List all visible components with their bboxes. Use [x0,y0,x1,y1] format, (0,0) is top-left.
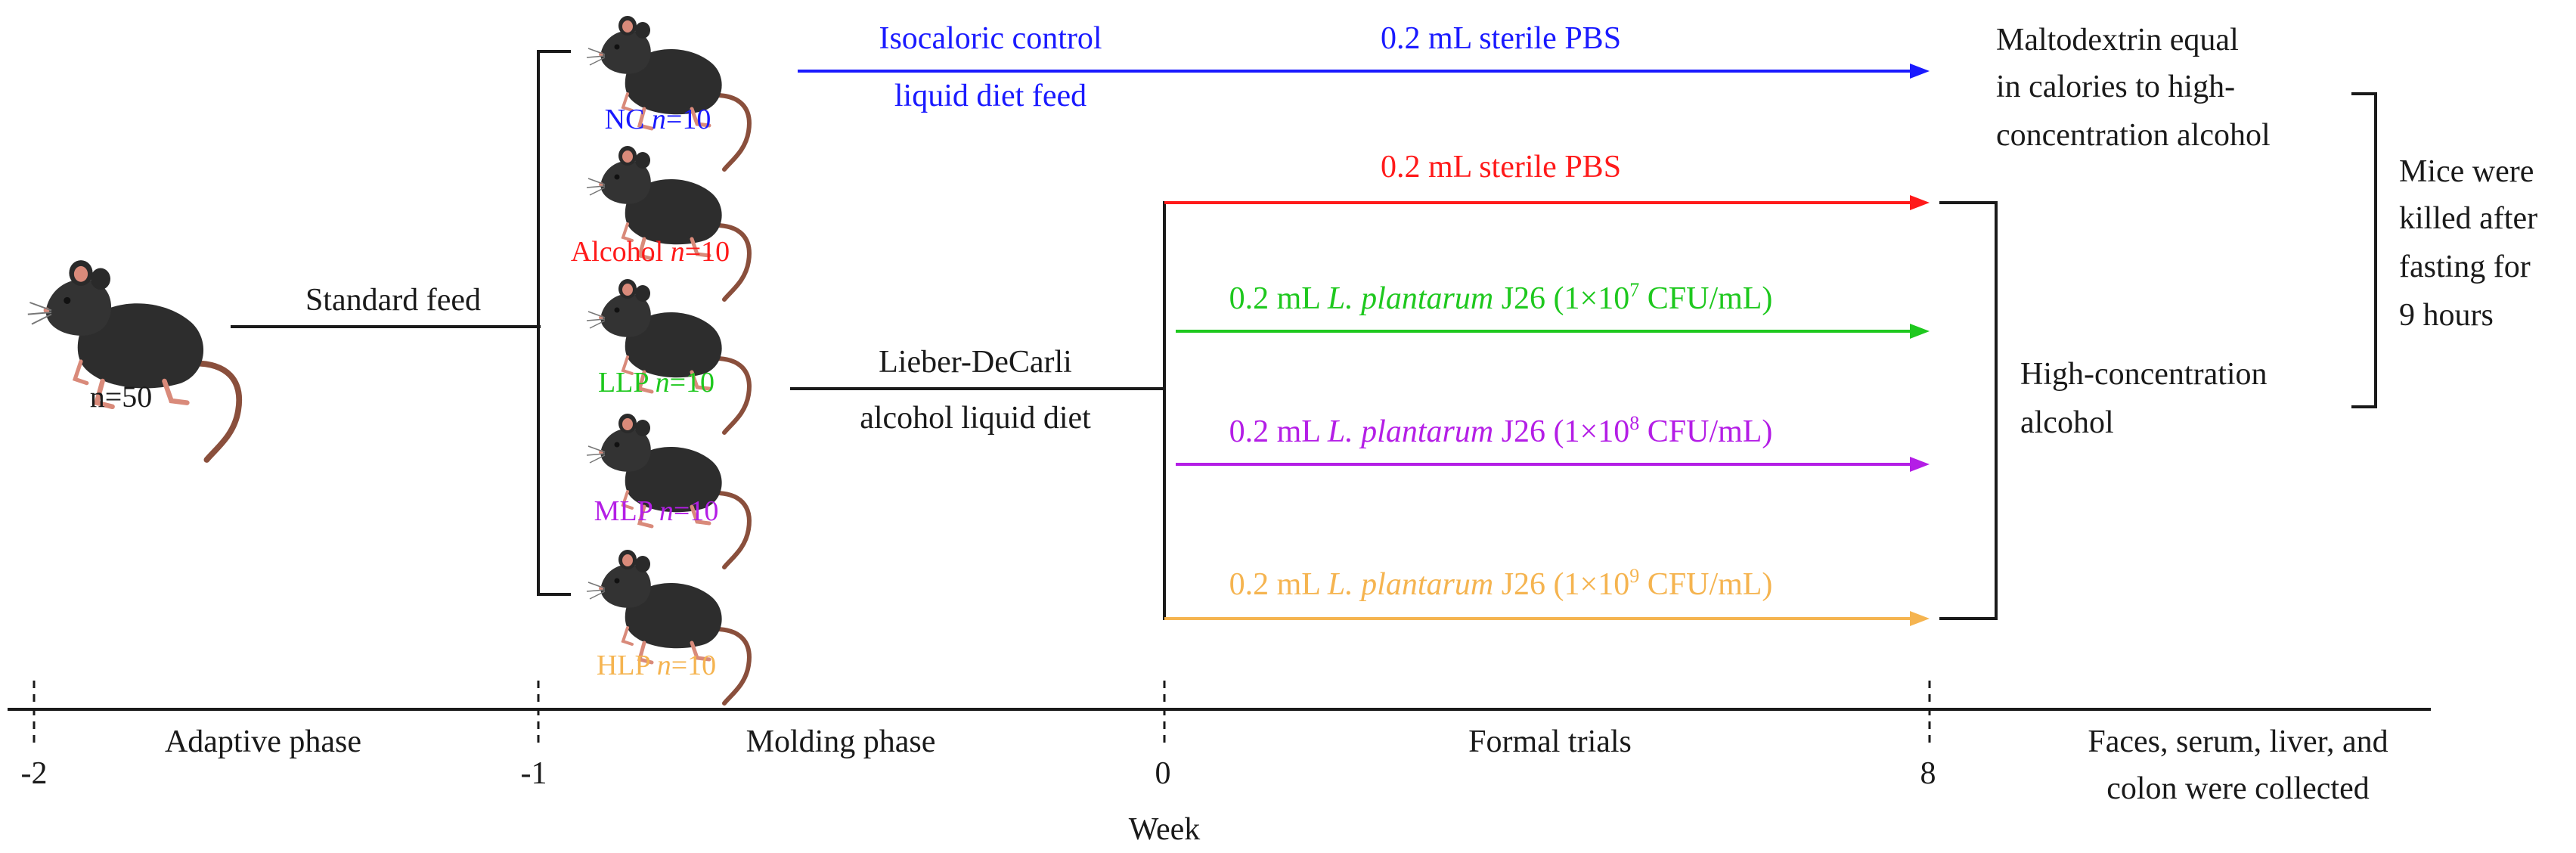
standard-feed-label: Standard feed [305,283,481,318]
nc-outcome-line1: Maltodextrin equal [1996,23,2239,57]
control-diet-line2: liquid diet feed [894,79,1087,113]
group-label-alcohol: Alcohol n=10 [571,236,730,268]
treatment-bracket [1163,201,1176,620]
mlp-treatment: 0.2 mL L. plantarum J26 (1×108 CFU/mL) [1229,412,1773,449]
tick-label-minus2: -2 [21,756,48,791]
phase-formal: Formal trials [1468,724,1632,759]
group-bracket [537,50,571,596]
mouse-icon [587,414,749,567]
alcohol-outcome-line2: alcohol [2020,405,2114,440]
hlp-treatment: 0.2 mL L. plantarum J26 (1×109 CFU/mL) [1229,565,1773,602]
group-label-hlp: HLP n=10 [597,650,716,681]
sacrifice-line4: 9 hours [2399,298,2494,333]
mouse-icon [587,279,749,433]
group-label-nc: NC n=10 [605,104,711,135]
nc-outcome-line2: in calories to high- [1996,70,2235,104]
alcohol-diet-line1: Lieber-DeCarli [879,345,1072,380]
hlp-arrowhead [1910,611,1930,626]
collection-line1: Faces, serum, liver, and [2088,724,2388,759]
collection-line2: colon were collected [2106,771,2369,806]
alcohol-arrowhead [1910,195,1930,210]
alcohol-treatment: 0.2 mL sterile PBS [1381,150,1621,185]
nc-arrowhead [1910,64,1930,79]
sacrifice-line1: Mice were [2399,154,2534,189]
nc-treatment: 0.2 mL sterile PBS [1381,21,1621,56]
phase-adaptive: Adaptive phase [165,724,361,759]
tick-label-8: 8 [1920,756,1936,791]
llp-arrowhead [1910,324,1930,339]
week-axis-label: Week [1129,812,1201,847]
sacrifice-line3: fasting for [2399,250,2531,284]
nc-outcome-line3: concentration alcohol [1996,118,2271,153]
alcohol-diet-line2: alcohol liquid diet [860,401,1091,436]
sacrifice-line2: killed after [2399,201,2537,236]
tick-label-0: 0 [1155,756,1171,791]
phase-molding: Molding phase [746,724,936,759]
control-diet-line1: Isocaloric control [879,21,1102,56]
group-label-mlp: MLP n=10 [594,495,719,527]
group-label-llp: LLP n=10 [598,367,715,399]
alcohol-outcome-line1: High-concentration [2020,357,2268,392]
mouse-icon [28,260,239,460]
alcohol-outcome-bracket [1939,201,1998,620]
mlp-arrowhead [1910,457,1930,472]
tick-label-minus1: -1 [521,756,547,791]
mouse-icon [587,16,749,169]
llp-treatment: 0.2 mL L. plantarum J26 (1×107 CFU/mL) [1229,279,1773,316]
sacrifice-bracket [2351,92,2377,408]
start-count: n=50 [90,380,153,414]
